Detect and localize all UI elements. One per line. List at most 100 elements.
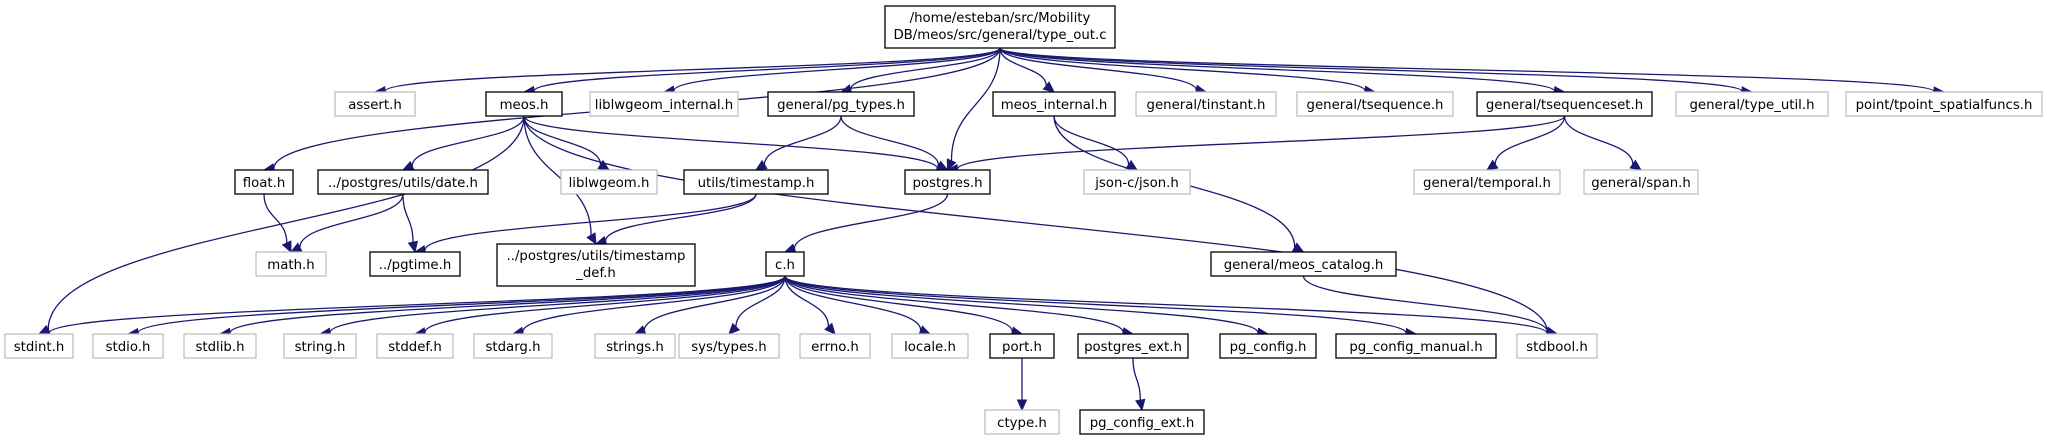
node-locale: locale.h: [891, 333, 969, 359]
node-box-date: [317, 169, 489, 195]
edge-postgres_ext-to-pg_config_ext: [1132, 357, 1141, 401]
node-label-errno-line-0: errno.h: [811, 340, 859, 355]
node-pgtime[interactable]: ../pgtime.h: [369, 251, 461, 277]
edge-pg_types-to-postgres: [840, 115, 940, 166]
edge-c-to-systypes: [735, 275, 786, 327]
node-float[interactable]: float.h: [234, 169, 294, 195]
edge-root-to-liblwgeom_internal: [673, 47, 1001, 92]
node-label-ctype-line-0: ctype.h: [997, 416, 1047, 431]
edge-c-to-stdarg: [522, 275, 786, 333]
node-pg_config[interactable]: pg_config.h: [1219, 333, 1317, 359]
edge-c-to-pg_config: [784, 275, 1259, 334]
node-date[interactable]: ../postgres/utils/date.h: [317, 169, 489, 195]
node-stdbool: stdbool.h: [1516, 333, 1598, 359]
node-box-meos: [485, 91, 563, 117]
node-pg_config_ext[interactable]: pg_config_ext.h: [1079, 409, 1205, 435]
node-box-strings: [594, 333, 676, 359]
node-timestamp[interactable]: utils/timestamp.h: [683, 169, 829, 195]
node-box-pg_config: [1219, 333, 1317, 359]
node-box-temporal: [1413, 169, 1561, 195]
node-meos_catalog[interactable]: general/meos_catalog.h: [1210, 251, 1397, 277]
node-liblwgeom: liblwgeom.h: [560, 169, 658, 195]
node-label-c-line-0: c.h: [775, 258, 795, 273]
edge-date-to-pgtime: [402, 193, 414, 243]
node-stddef: stddef.h: [376, 333, 454, 359]
node-port[interactable]: port.h: [989, 333, 1055, 359]
node-label-liblwgeom-line-0: liblwgeom.h: [569, 176, 650, 191]
edge-float-to-math: [263, 193, 288, 243]
edges-layer: [37, 47, 1946, 412]
edge-arrowhead-port-to-ctype: [1016, 399, 1028, 412]
node-box-tinstant: [1135, 91, 1277, 117]
edge-arrowhead-date-to-pgtime: [407, 240, 419, 254]
node-meos_internal[interactable]: meos_internal.h: [992, 91, 1116, 117]
edge-meos_catalog-to-stdbool: [1302, 275, 1548, 332]
node-label-string-line-0: string.h: [295, 340, 346, 355]
edge-c-to-stdio: [137, 275, 786, 334]
node-label-postgres-line-0: postgres.h: [912, 176, 982, 191]
node-box-float: [234, 169, 294, 195]
node-meos[interactable]: meos.h: [485, 91, 563, 117]
edge-c-to-stddef: [424, 275, 786, 333]
node-c[interactable]: c.h: [765, 251, 805, 277]
node-box-pg_types: [767, 91, 915, 117]
node-label-timestamp_def-line-0: ../postgres/utils/timestamp: [506, 249, 685, 264]
edge-root-to-tsequenceset: [999, 47, 1556, 92]
node-root[interactable]: /home/esteban/src/MobilityDB/meos/src/ge…: [884, 5, 1116, 49]
node-label-tpoint_spatialfuncs-line-0: point/tpoint_spatialfuncs.h: [1856, 98, 2033, 113]
node-box-span: [1583, 169, 1699, 195]
node-label-stdbool-line-0: stdbool.h: [1526, 340, 1588, 355]
edge-root-to-assert: [384, 47, 1001, 92]
node-label-date-line-0: ../postgres/utils/date.h: [328, 176, 478, 191]
edge-arrowhead-float-to-math: [281, 240, 292, 254]
node-box-stdint: [4, 333, 74, 359]
edge-c-to-postgres_ext: [784, 275, 1124, 333]
edge-root-to-meos_internal: [999, 47, 1047, 86]
edge-arrowhead-tsequenceset-to-span: [1629, 159, 1642, 171]
node-label-stdarg-line-0: stdarg.h: [485, 340, 540, 355]
edge-tsequenceset-to-span: [1563, 115, 1634, 165]
node-label-stdlib-line-0: stdlib.h: [195, 340, 244, 355]
node-box-postgres_ext: [1077, 333, 1189, 359]
edge-arrowhead-postgres_ext-to-pg_config_ext: [1135, 398, 1146, 412]
node-label-tsequenceset-line-0: general/tsequenceset.h: [1486, 98, 1643, 113]
node-postgres[interactable]: postgres.h: [904, 169, 991, 195]
edge-meos-to-liblwgeom: [523, 115, 602, 165]
node-timestamp_def[interactable]: ../postgres/utils/timestamp_def.h: [496, 243, 696, 287]
node-label-postgres_ext-line-0: postgres_ext.h: [1084, 340, 1182, 355]
edge-c-to-stdbool: [784, 275, 1548, 334]
node-box-liblwgeom: [560, 169, 658, 195]
edge-timestamp-to-timestamp_def: [604, 193, 757, 242]
node-box-stdarg: [473, 333, 553, 359]
node-stdarg: stdarg.h: [473, 333, 553, 359]
node-box-type_util: [1675, 91, 1829, 117]
edge-postgres-to-c: [793, 193, 949, 249]
node-postgres_ext[interactable]: postgres_ext.h: [1077, 333, 1189, 359]
node-box-liblwgeom_internal: [589, 91, 739, 117]
node-strings: strings.h: [594, 333, 676, 359]
node-pg_types[interactable]: general/pg_types.h: [767, 91, 915, 117]
node-box-pgtime: [369, 251, 461, 277]
node-temporal: general/temporal.h: [1413, 169, 1561, 195]
node-box-meos_internal: [992, 91, 1116, 117]
node-label-assert-line-0: assert.h: [348, 98, 402, 113]
edge-arrowhead-meos-to-liblwgeom: [597, 159, 611, 171]
node-json: json-c/json.h: [1083, 169, 1191, 195]
edge-root-to-postgres: [950, 47, 1001, 161]
edge-root-to-tsequence: [999, 47, 1366, 92]
node-ctype: ctype.h: [984, 409, 1060, 435]
node-label-type_util-line-0: general/type_util.h: [1689, 98, 1814, 113]
edge-arrowhead-pg_types-to-timestamp: [754, 159, 768, 171]
edge-root-to-tinstant: [999, 47, 1197, 91]
node-pg_config_manual[interactable]: pg_config_manual.h: [1335, 333, 1497, 359]
node-box-stdlib: [183, 333, 257, 359]
node-tsequenceset[interactable]: general/tsequenceset.h: [1476, 91, 1653, 117]
node-box-stdio: [92, 333, 164, 359]
edge-arrowhead-c-to-systypes: [728, 322, 741, 335]
node-label-strings-line-0: strings.h: [606, 340, 664, 355]
node-label-locale-line-0: locale.h: [904, 340, 956, 355]
node-box-meos_catalog: [1210, 251, 1397, 277]
edge-meos-to-date: [411, 115, 525, 167]
edge-timestamp-to-pgtime: [424, 193, 757, 251]
